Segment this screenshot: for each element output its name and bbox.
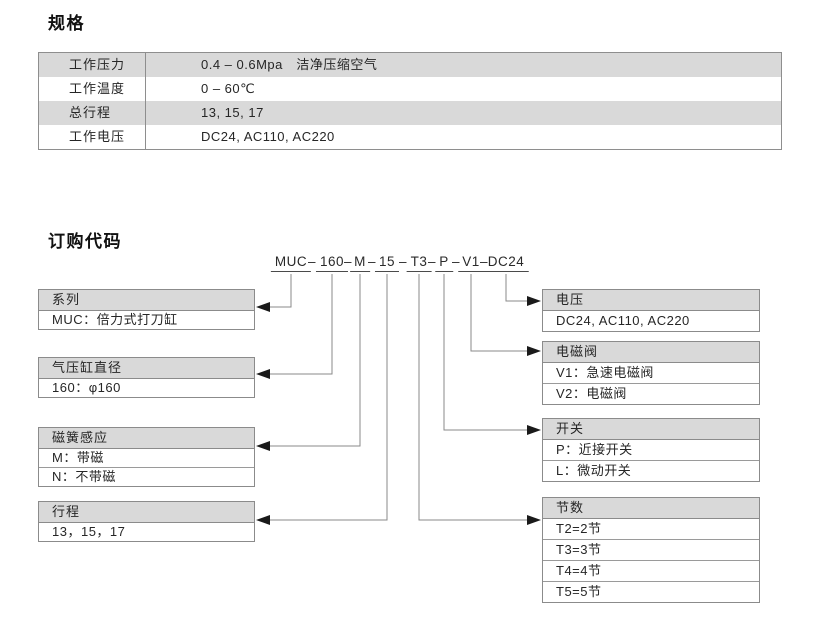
code-separator: – [398, 254, 408, 269]
spec-table: 工作压力 0.4 – 0.6Mpa 洁净压缩空气 工作温度 0 – 60℃ 总行… [38, 52, 782, 150]
arrow-right-icon [527, 346, 541, 356]
sections-box-header: 节数 [543, 498, 759, 519]
row-label: 工作温度 [39, 77, 146, 101]
code-separator: – [343, 254, 353, 269]
arrow-right-icon [527, 296, 541, 306]
sections-box-row: T2=2节 [556, 521, 602, 536]
magnet-box-header: 磁簧感应 [39, 428, 254, 449]
connector-sections [418, 274, 540, 521]
row-label: 工作电压 [39, 125, 146, 149]
bore-box-header: 气压缸直径 [39, 358, 254, 379]
valve-box-row: V1：急速电磁阀 [556, 365, 654, 380]
table-row: 总行程 13, 15, 17 [39, 101, 781, 125]
arrow-left-icon [256, 515, 270, 525]
voltage-box: 电压 DC24, AC110, AC220 [542, 289, 760, 332]
voltage-box-row: DC24, AC110, AC220 [556, 313, 690, 328]
switch-box-row: P：近接开关 [556, 442, 633, 457]
arrow-left-icon [256, 302, 270, 312]
code-segment-sections: T3 [406, 254, 432, 272]
row-value: 13, 15, 17 [201, 105, 264, 120]
switch-box-row: L：微动开关 [543, 460, 759, 481]
series-box-row: MUC：倍力式打刀缸 [52, 312, 178, 327]
code-segment-valve: V1 [458, 254, 484, 272]
code-separator: – [427, 254, 437, 269]
connector-voltage [505, 274, 540, 302]
magnet-box-row: M：带磁 [52, 450, 104, 465]
connector-magnet [258, 274, 361, 447]
sections-box-row: T5=5节 [543, 581, 759, 602]
valve-box-row: V2：电磁阀 [543, 383, 759, 404]
code-separator: – [451, 254, 461, 269]
switch-box: 开关 P：近接开关 L：微动开关 [542, 418, 760, 482]
row-value: 0.4 – 0.6Mpa 洁净压缩空气 [201, 57, 378, 72]
connector-stroke [258, 274, 388, 521]
sections-box-row: T4=4节 [543, 560, 759, 581]
table-row: 工作压力 0.4 – 0.6Mpa 洁净压缩空气 [39, 53, 781, 77]
code-segment-switch: P [435, 254, 453, 272]
connector-series [258, 274, 292, 308]
connector-bore [258, 274, 333, 375]
magnet-box-row: N：不带磁 [39, 467, 254, 486]
sections-box: 节数 T2=2节 T3=3节 T4=4节 T5=5节 [542, 497, 760, 603]
series-box-header: 系列 [39, 290, 254, 311]
stroke-box: 行程 13，15，17 [38, 501, 255, 542]
connector-switch [443, 274, 540, 431]
code-segment-stroke: 15 [374, 254, 400, 272]
series-box: 系列 MUC：倍力式打刀缸 [38, 289, 255, 330]
code-separator: – [307, 254, 317, 269]
arrow-left-icon [256, 369, 270, 379]
code-separator: – [367, 254, 377, 269]
arrow-left-icon [256, 441, 270, 451]
voltage-box-header: 电压 [543, 290, 759, 311]
table-row: 工作温度 0 – 60℃ [39, 77, 781, 101]
row-label: 工作压力 [39, 53, 146, 77]
connector-valve [470, 274, 540, 352]
order-section-title: 订购代码 [48, 232, 122, 251]
stroke-box-row: 13，15，17 [52, 524, 126, 539]
bore-box: 气压缸直径 160：φ160 [38, 357, 255, 398]
table-row: 工作电压 DC24, AC110, AC220 [39, 125, 781, 149]
spec-section-title: 规格 [48, 14, 85, 33]
valve-box-header: 电磁阀 [543, 342, 759, 363]
switch-box-header: 开关 [543, 419, 759, 440]
code-separator: – [479, 254, 489, 269]
code-segment-bore: 160 [315, 254, 349, 272]
stroke-box-header: 行程 [39, 502, 254, 523]
sections-box-row: T3=3节 [543, 539, 759, 560]
row-label: 总行程 [39, 101, 146, 125]
row-value: 0 – 60℃ [201, 81, 256, 96]
code-segment-series: MUC [270, 254, 312, 272]
arrow-right-icon [527, 425, 541, 435]
code-segment-voltage: DC24 [483, 254, 529, 272]
valve-box: 电磁阀 V1：急速电磁阀 V2：电磁阀 [542, 341, 760, 405]
row-value: DC24, AC110, AC220 [201, 129, 335, 144]
magnet-box: 磁簧感应 M：带磁 N：不带磁 [38, 427, 255, 487]
arrow-right-icon [527, 515, 541, 525]
bore-box-row: 160：φ160 [52, 380, 121, 395]
code-segment-magnet: M [350, 254, 370, 272]
